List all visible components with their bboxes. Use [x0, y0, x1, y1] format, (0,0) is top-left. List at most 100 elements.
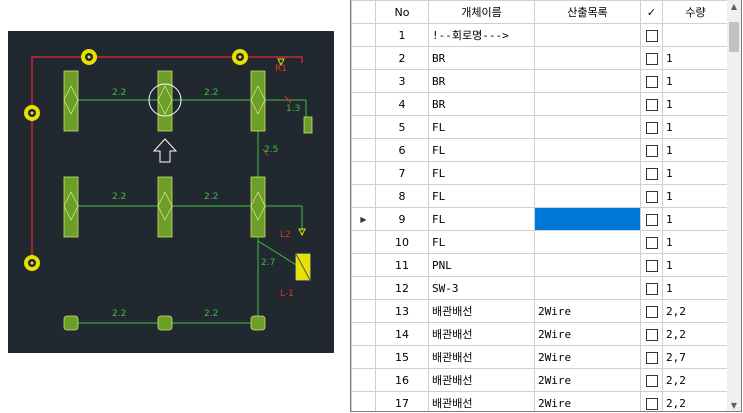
object-name-cell[interactable]: FL: [428, 207, 535, 231]
row-indicator[interactable]: [351, 322, 376, 346]
output-list-cell[interactable]: [534, 138, 641, 162]
output-list-cell[interactable]: [534, 276, 641, 300]
object-name-cell[interactable]: 배관배선: [428, 345, 535, 369]
object-name-cell[interactable]: 배관배선: [428, 322, 535, 346]
row-indicator[interactable]: [351, 115, 376, 139]
scroll-down-icon[interactable]: ▼: [730, 401, 738, 410]
check-cell[interactable]: [640, 46, 663, 70]
row-indicator[interactable]: [351, 92, 376, 116]
output-list-cell[interactable]: [534, 92, 641, 116]
quantity-cell[interactable]: 1: [662, 276, 729, 300]
row-indicator[interactable]: [351, 276, 376, 300]
quantity-cell[interactable]: 1: [662, 161, 729, 185]
quantity-cell[interactable]: 1: [662, 184, 729, 208]
row-checkbox[interactable]: [645, 29, 658, 42]
row-checkbox[interactable]: [645, 167, 658, 180]
row-checkbox[interactable]: [645, 305, 658, 318]
column-header-no[interactable]: No: [375, 0, 429, 24]
quantity-cell[interactable]: 1: [662, 46, 729, 70]
row-checkbox[interactable]: [645, 75, 658, 88]
row-indicator[interactable]: [351, 184, 376, 208]
row-checkbox[interactable]: [645, 328, 658, 341]
check-cell[interactable]: [640, 322, 663, 346]
output-list-cell[interactable]: 2Wire: [534, 391, 641, 411]
quantity-cell[interactable]: 1: [662, 92, 729, 116]
output-list-cell[interactable]: 2Wire: [534, 345, 641, 369]
row-checkbox[interactable]: [645, 259, 658, 272]
output-list-cell[interactable]: [534, 46, 641, 70]
object-name-cell[interactable]: 배관배선: [428, 368, 535, 392]
object-name-cell[interactable]: 배관배선: [428, 391, 535, 411]
quantity-cell[interactable]: [662, 23, 729, 47]
check-cell[interactable]: [640, 299, 663, 323]
scroll-thumb[interactable]: [729, 22, 739, 52]
check-cell[interactable]: [640, 276, 663, 300]
output-list-cell[interactable]: [534, 161, 641, 185]
object-name-cell[interactable]: FL: [428, 138, 535, 162]
row-indicator[interactable]: [351, 391, 376, 411]
row-indicator[interactable]: [351, 161, 376, 185]
quantity-cell[interactable]: 2,2: [662, 391, 729, 411]
row-indicator[interactable]: ▶: [351, 207, 376, 231]
output-list-cell[interactable]: 2Wire: [534, 299, 641, 323]
object-name-cell[interactable]: 배관배선: [428, 299, 535, 323]
quantity-cell[interactable]: 2,7: [662, 345, 729, 369]
quantity-cell[interactable]: 1: [662, 230, 729, 254]
row-indicator[interactable]: [351, 69, 376, 93]
object-name-cell[interactable]: FL: [428, 115, 535, 139]
row-checkbox[interactable]: [645, 374, 658, 387]
output-list-cell[interactable]: 2Wire: [534, 368, 641, 392]
output-list-cell[interactable]: [534, 115, 641, 139]
column-header-name[interactable]: 개체이름: [428, 0, 535, 24]
check-cell[interactable]: [640, 345, 663, 369]
row-checkbox[interactable]: [645, 190, 658, 203]
row-indicator[interactable]: [351, 368, 376, 392]
row-checkbox[interactable]: [645, 98, 658, 111]
row-checkbox[interactable]: [645, 282, 658, 295]
quantity-cell[interactable]: 1: [662, 253, 729, 277]
object-name-cell[interactable]: BR: [428, 92, 535, 116]
output-list-cell[interactable]: [534, 23, 641, 47]
row-checkbox[interactable]: [645, 144, 658, 157]
quantity-cell[interactable]: 2,2: [662, 322, 729, 346]
object-name-cell[interactable]: !--회로명--->: [428, 23, 535, 47]
quantity-cell[interactable]: 1: [662, 69, 729, 93]
object-name-cell[interactable]: FL: [428, 184, 535, 208]
check-cell[interactable]: [640, 69, 663, 93]
row-indicator[interactable]: [351, 253, 376, 277]
row-indicator[interactable]: [351, 230, 376, 254]
row-indicator[interactable]: [351, 46, 376, 70]
table-row[interactable]: 1!--회로명--->: [351, 23, 729, 47]
row-indicator[interactable]: [351, 345, 376, 369]
quantity-cell[interactable]: 2,2: [662, 299, 729, 323]
quantity-cell[interactable]: 2,2: [662, 368, 729, 392]
quantity-cell[interactable]: 1: [662, 138, 729, 162]
column-header-qty[interactable]: 수량: [662, 0, 729, 24]
check-cell[interactable]: [640, 253, 663, 277]
column-header-output[interactable]: 산출목록: [534, 0, 641, 24]
object-name-cell[interactable]: PNL: [428, 253, 535, 277]
row-checkbox[interactable]: [645, 351, 658, 364]
vertical-scrollbar[interactable]: ▲ ▼: [727, 0, 741, 411]
row-indicator[interactable]: [351, 138, 376, 162]
quantity-cell[interactable]: 1: [662, 207, 729, 231]
output-list-cell[interactable]: 2Wire: [534, 322, 641, 346]
output-list-cell[interactable]: [534, 207, 641, 231]
quantity-cell[interactable]: 1: [662, 115, 729, 139]
output-list-cell[interactable]: [534, 69, 641, 93]
check-cell[interactable]: [640, 23, 663, 47]
check-cell[interactable]: [640, 207, 663, 231]
